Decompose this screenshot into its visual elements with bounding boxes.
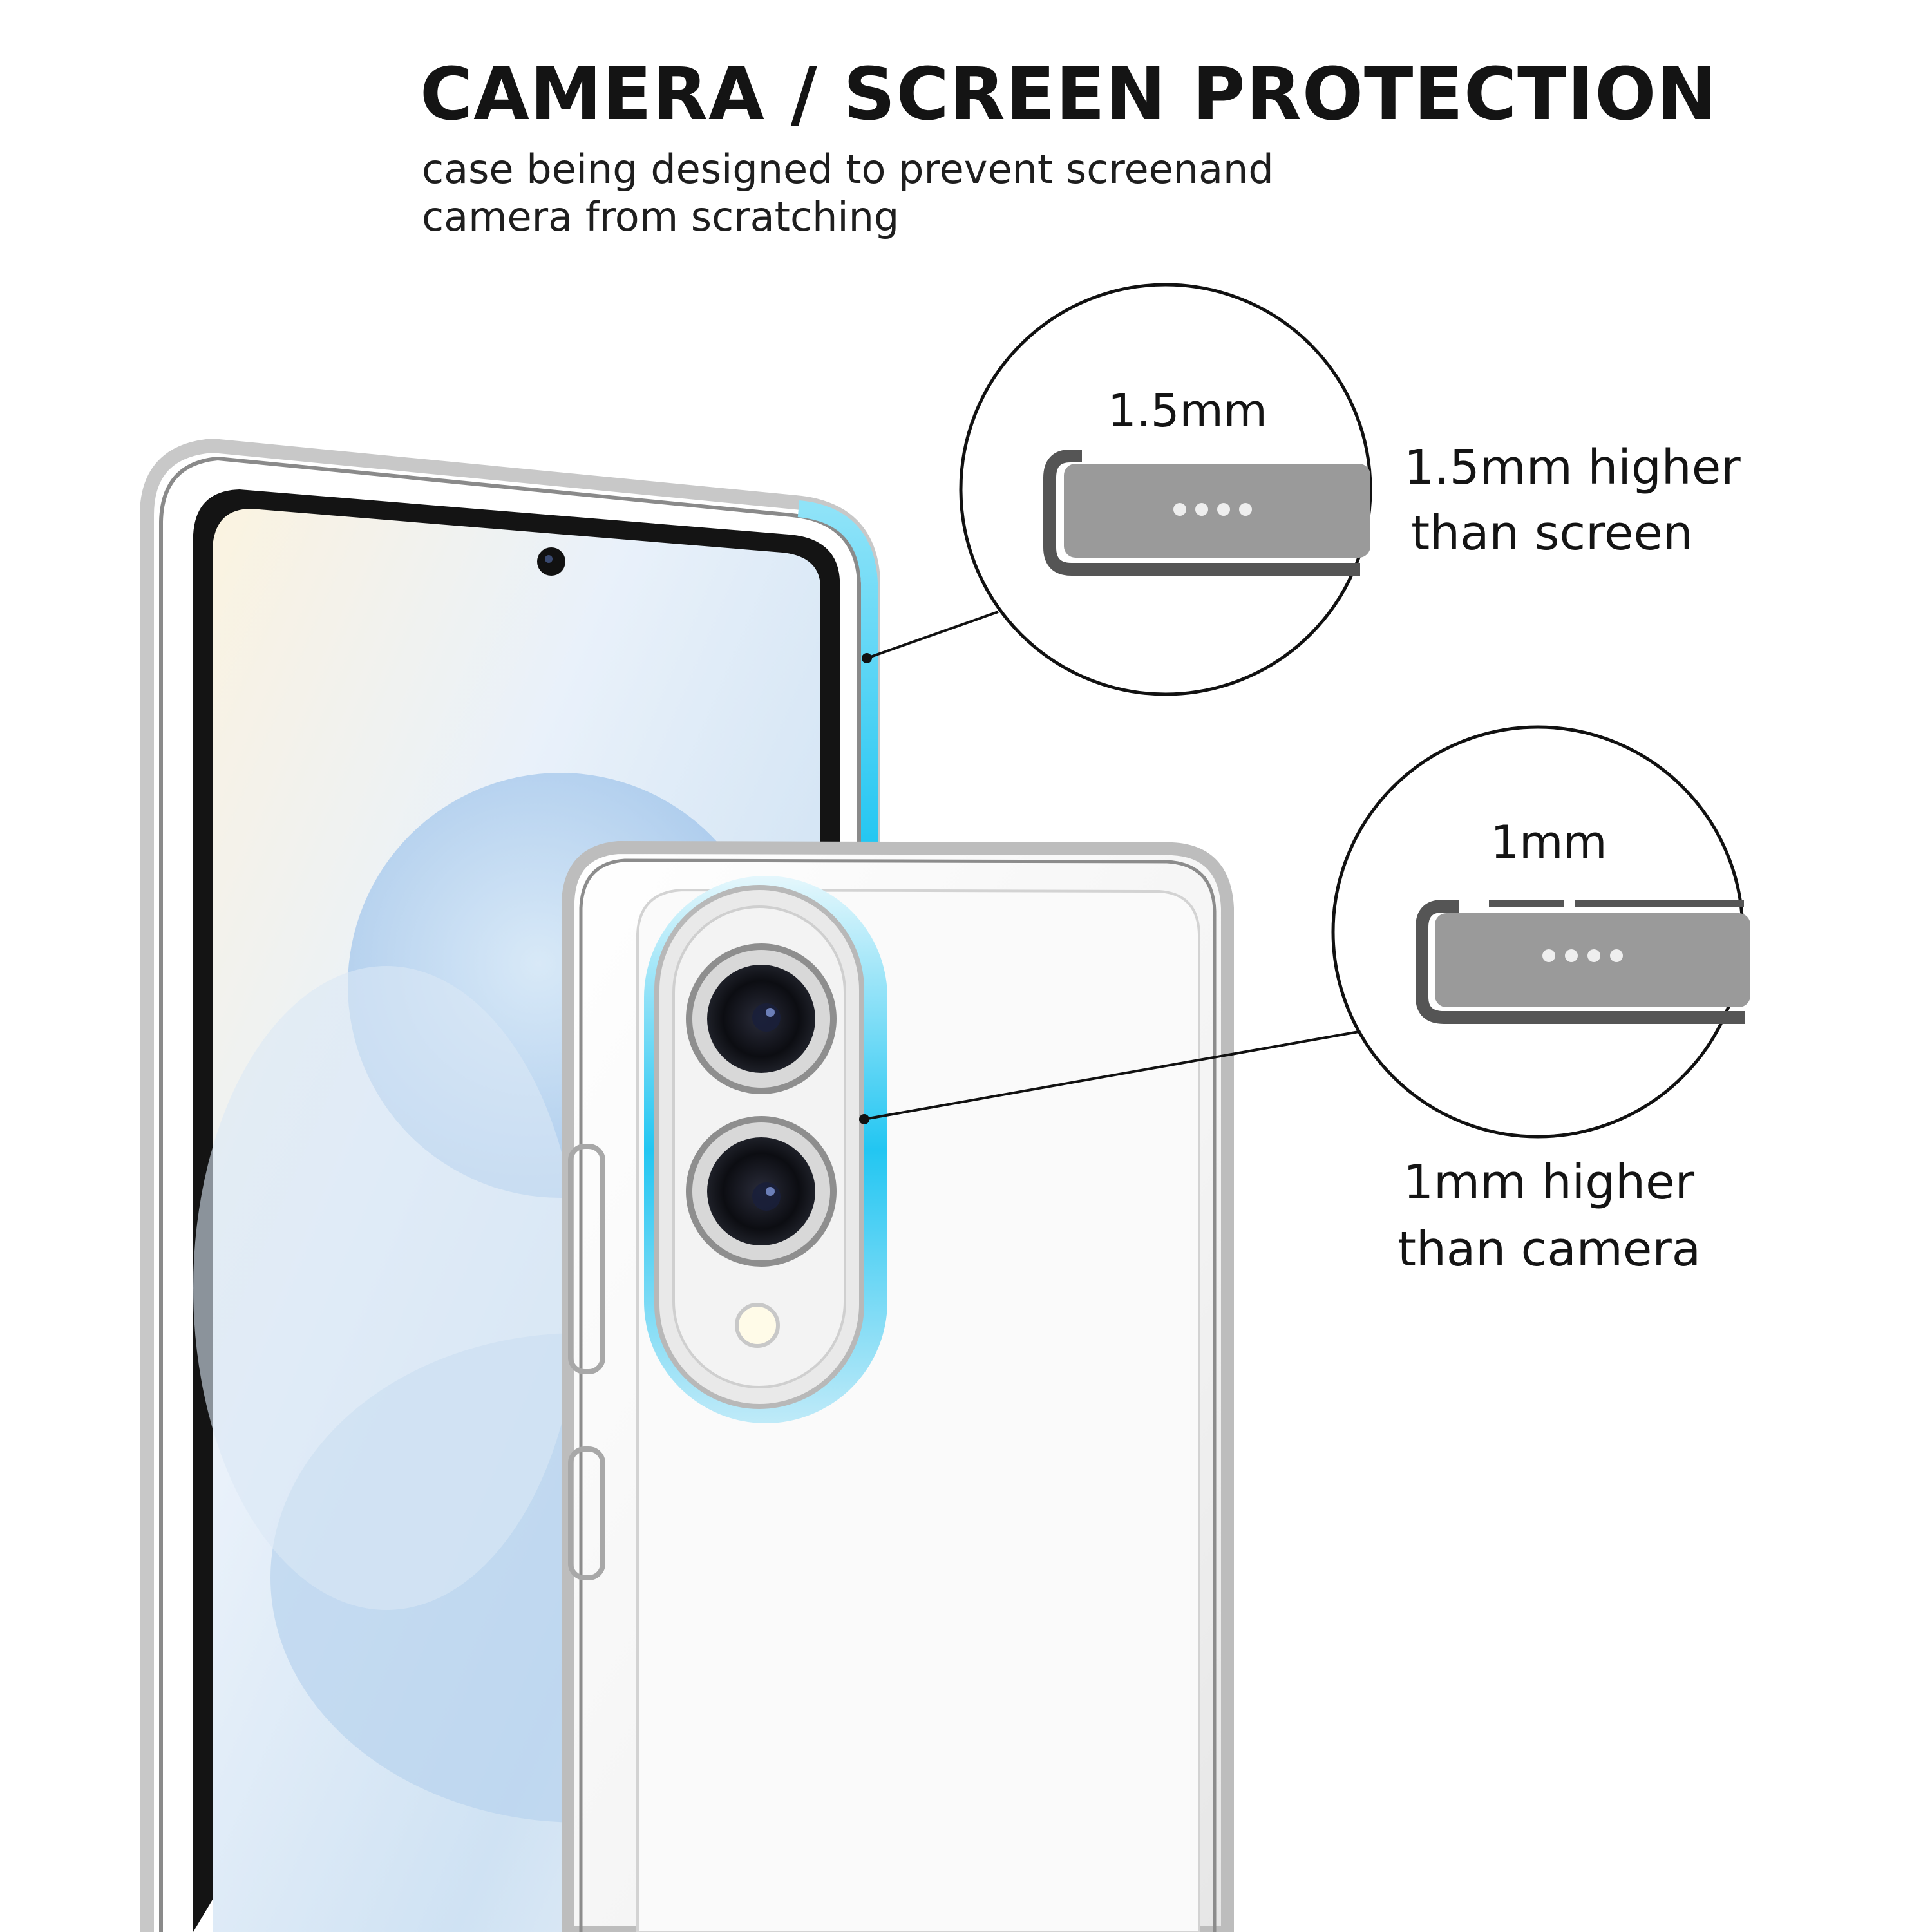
camera-lip-dimension: 1mm <box>1491 816 1607 869</box>
camera-lens-icon <box>686 1116 837 1267</box>
screen-lip-dimension: 1.5mm <box>1108 384 1267 437</box>
screen-caption-line-1: 1.5mm higher <box>1404 440 1741 495</box>
camera-caption-line-2: than camera <box>1397 1222 1701 1277</box>
subtitle-line-1: case being designed to prevent screenand <box>422 146 1274 193</box>
camera-lens-icon <box>686 943 837 1094</box>
back-phone <box>562 840 1234 1932</box>
headline: CAMERA / SCREEN PROTECTION <box>420 53 1718 137</box>
camera-lip-callout: 1mm <box>1331 725 1750 1139</box>
camera-caption-line-1: 1mm higher <box>1403 1155 1695 1210</box>
screen-lip-callout: 1.5mm <box>959 283 1372 696</box>
subtitle-line-2: camera from scratching <box>422 193 900 240</box>
flash-icon <box>735 1303 780 1348</box>
screen-caption-line-2: than screen <box>1411 506 1693 561</box>
